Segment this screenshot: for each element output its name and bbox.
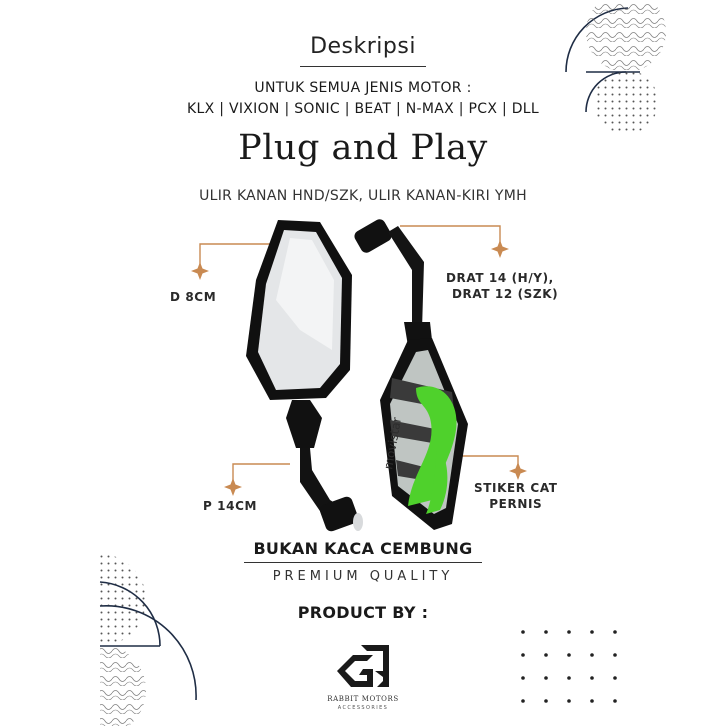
headline: Plug and Play bbox=[238, 128, 488, 168]
spec-thread: DRAT 14 (H/Y), DRAT 12 (SZK) bbox=[446, 270, 558, 302]
product-by: PRODUCT BY : bbox=[297, 603, 429, 622]
brand-subtitle: ACCESSORIES bbox=[337, 705, 389, 711]
premium-quality: PREMIUM QUALITY bbox=[272, 569, 454, 584]
notice-underline bbox=[244, 562, 482, 563]
compatibility-heading: UNTUK SEMUA JENIS MOTOR : bbox=[254, 80, 472, 96]
brand-name: RABBIT MOTORS bbox=[327, 695, 399, 703]
spec-thread-line2: DRAT 12 (SZK) bbox=[452, 287, 559, 301]
spec-diameter: D 8CM bbox=[170, 290, 217, 304]
spec-sticker: STIKER CAT PERNIS bbox=[474, 480, 558, 512]
top-right-arcs bbox=[565, 0, 666, 134]
dot-grid bbox=[521, 630, 617, 703]
spec-thread-line1: DRAT 14 (H/Y), bbox=[446, 271, 554, 285]
page-title: Deskripsi bbox=[310, 34, 416, 59]
sparkle-icons bbox=[191, 240, 527, 496]
brand-logo-icon bbox=[337, 645, 389, 687]
spec-sticker-line1: STIKER CAT bbox=[474, 481, 558, 495]
title-underline bbox=[300, 66, 426, 67]
spec-length: P 14CM bbox=[203, 499, 258, 513]
not-convex-notice: BUKAN KACA CEMBUNG bbox=[253, 539, 473, 558]
compatibility-list: KLX | VIXION | SONIC | BEAT | N-MAX | PC… bbox=[186, 101, 540, 117]
spec-sticker-line2: PERNIS bbox=[489, 497, 543, 511]
thread-note: ULIR KANAN HND/SZK, ULIR KANAN-KIRI YMH bbox=[199, 188, 527, 204]
